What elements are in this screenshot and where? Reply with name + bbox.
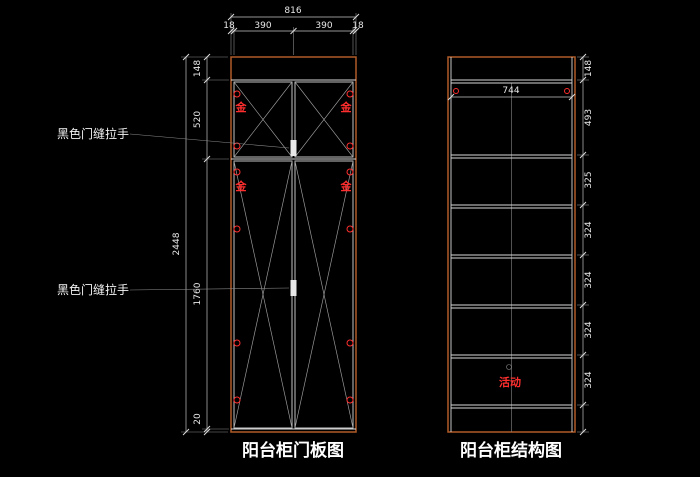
door-upper-left xyxy=(233,81,293,158)
dim-816: 816 xyxy=(284,6,301,16)
dim-2448: 2448 xyxy=(172,232,182,255)
door-upper-right xyxy=(294,81,354,158)
cabinet-outline xyxy=(230,56,357,433)
dim-520: 520 xyxy=(193,111,203,128)
left-door-diagonals xyxy=(233,81,354,429)
dim-324-b: 324 xyxy=(584,271,594,288)
left-cabinet-body xyxy=(230,56,357,433)
dim-324-d: 324 xyxy=(584,371,594,388)
handle-lower xyxy=(290,280,297,296)
right-dim-height-chain: 148 493 325 324 324 324 324 xyxy=(577,53,594,436)
dim-744: 744 xyxy=(502,86,519,96)
right-dim-inner-width: 744 xyxy=(447,86,576,101)
dim-148: 148 xyxy=(193,60,203,77)
left-handle-callouts: 黑色门缝拉手 黑色门缝拉手 xyxy=(57,126,290,297)
dim-390-right: 390 xyxy=(315,21,332,31)
left-drawing: 816 18 390 390 18 xyxy=(57,6,364,460)
handle-label-upper: 黑色门缝拉手 xyxy=(57,126,129,141)
right-cabinet-body xyxy=(447,56,576,433)
dim-148-right: 148 xyxy=(584,60,594,77)
dim-1760: 1760 xyxy=(193,282,203,305)
left-view-title: 阳台柜门板图 xyxy=(242,440,344,460)
gold-mark-4: 金 xyxy=(340,179,353,193)
gold-mark-2: 金 xyxy=(340,100,353,114)
handle-upper xyxy=(290,140,297,156)
movable-shelf-note: 活动 xyxy=(499,364,521,389)
left-dim-height-chain: 148 520 1760 20 2448 xyxy=(172,53,229,436)
gold-mark-1: 金 xyxy=(235,100,248,114)
dim-325: 325 xyxy=(584,171,594,188)
right-view-title: 阳台柜结构图 xyxy=(460,440,562,460)
right-drawing: 744 148 493 325 xyxy=(447,53,594,460)
left-door-handles xyxy=(290,140,297,296)
dim-390-left: 390 xyxy=(254,21,271,31)
gold-mark-3: 金 xyxy=(235,179,248,193)
dim-324-c: 324 xyxy=(584,321,594,338)
dim-20: 20 xyxy=(193,413,203,425)
dim-493: 493 xyxy=(584,109,594,126)
handle-label-lower: 黑色门缝拉手 xyxy=(57,282,129,297)
left-dim-width-segments: 18 390 390 18 xyxy=(223,21,364,55)
dim-18-right: 18 xyxy=(352,21,364,31)
dim-324-a: 324 xyxy=(584,221,594,238)
left-hinge-marks: 金 金 金 金 xyxy=(233,90,354,404)
dim-18-left: 18 xyxy=(223,21,235,31)
movable-label: 活动 xyxy=(499,375,521,389)
